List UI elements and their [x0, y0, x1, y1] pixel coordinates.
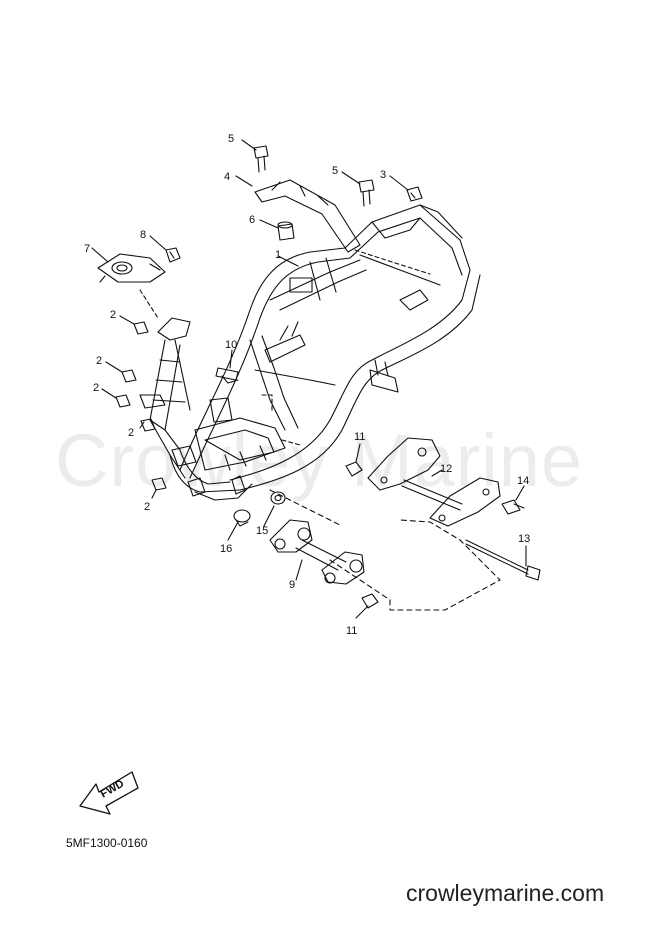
callout-6: 6 — [249, 214, 255, 226]
callout-16: 16 — [220, 543, 232, 555]
nut-8 — [165, 247, 181, 263]
callout-numbers: 1 2 2 2 2 2 3 4 5 5 6 7 8 9 10 11 11 12 … — [84, 133, 530, 637]
callout-14: 14 — [517, 475, 529, 487]
collar-15 — [270, 491, 286, 505]
callout-2e: 2 — [144, 501, 150, 513]
callout-7: 7 — [84, 243, 90, 255]
callout-5b: 5 — [332, 165, 338, 177]
engine-link-9 — [269, 519, 365, 585]
callout-2d: 2 — [128, 427, 134, 439]
fwd-arrow: FWD — [79, 771, 139, 815]
bolt-5-left — [253, 145, 269, 173]
main-frame — [139, 179, 481, 501]
callout-5a: 5 — [228, 133, 234, 145]
nuts-2 — [115, 321, 167, 491]
callout-2c: 2 — [93, 382, 99, 394]
callout-2b: 2 — [96, 355, 102, 367]
diagram-code: 5MF1300-0160 — [66, 836, 148, 850]
clamp-16 — [233, 509, 251, 527]
bracket-7 — [97, 253, 166, 319]
callout-3: 3 — [380, 169, 386, 181]
callout-2a: 2 — [110, 309, 116, 321]
callout-10: 10 — [225, 339, 237, 351]
callout-4: 4 — [224, 171, 230, 183]
damper-6 — [277, 221, 295, 241]
bolt-10 — [215, 367, 239, 384]
callout-8: 8 — [140, 229, 146, 241]
callout-9: 9 — [289, 579, 295, 591]
callout-11a: 11 — [354, 431, 365, 443]
callout-12: 12 — [440, 463, 452, 475]
callout-13: 13 — [518, 533, 530, 545]
callout-1: 1 — [275, 249, 281, 261]
bolt-13 — [465, 539, 541, 581]
nut-3 — [406, 186, 423, 202]
bracket-12 — [367, 437, 501, 527]
watermark-text: Crowley Marine — [55, 419, 584, 502]
callout-15: 15 — [256, 525, 268, 537]
nuts-11 — [345, 461, 379, 609]
bolt-5-right — [358, 179, 375, 207]
callout-11b: 11 — [346, 625, 357, 637]
bolt-14 — [501, 499, 525, 515]
site-link[interactable]: crowleymarine.com — [406, 880, 605, 906]
